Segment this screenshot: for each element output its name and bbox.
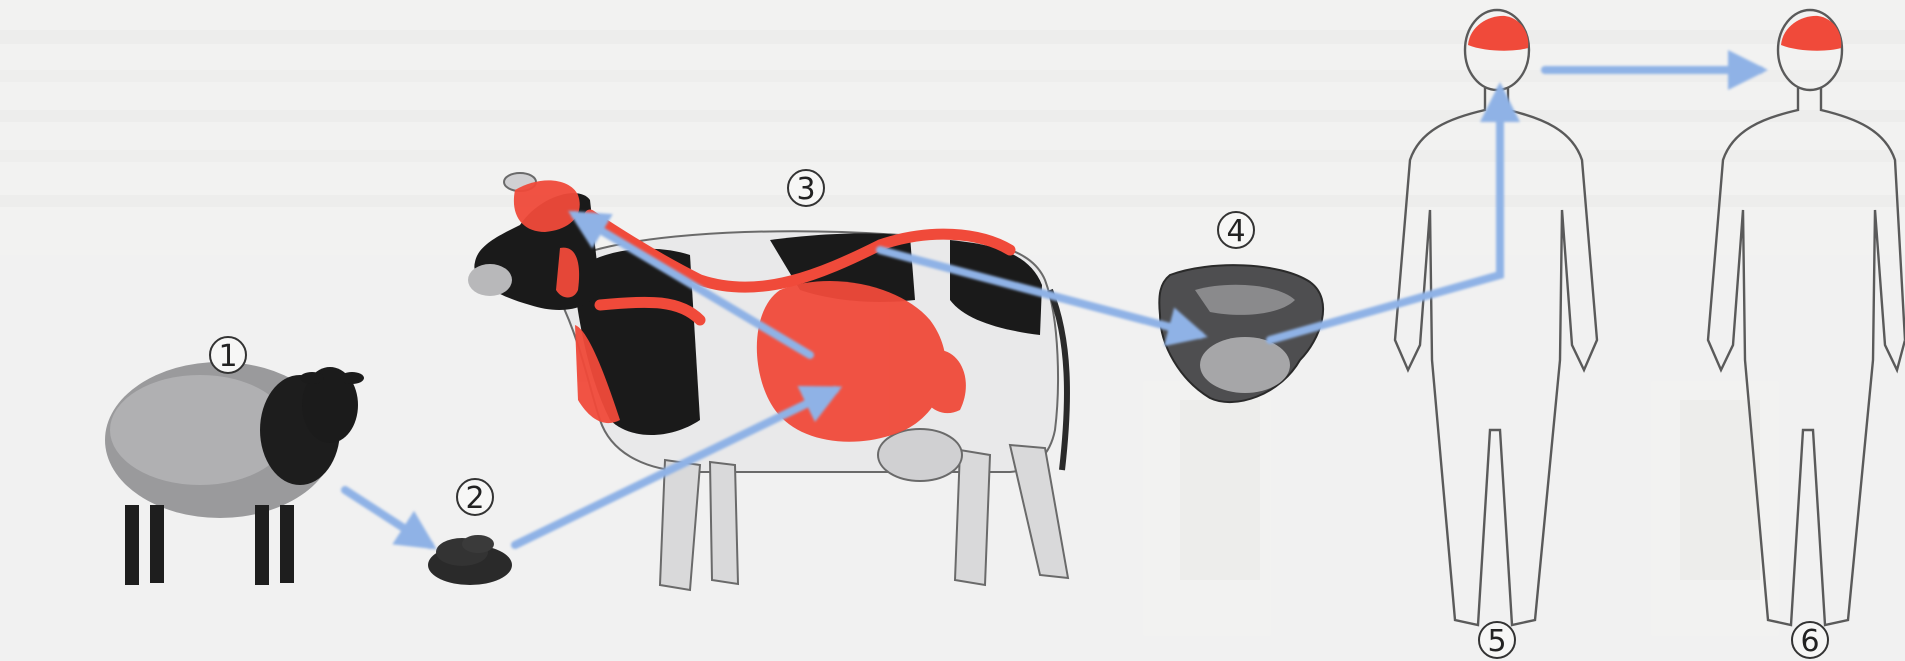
step-label-4: 4: [1218, 212, 1254, 249]
step-label-1: 1: [210, 337, 246, 374]
step-label-3: 3: [788, 170, 824, 207]
step-label-6: 6: [1792, 622, 1828, 659]
svg-text:6: 6: [1800, 624, 1819, 659]
svg-text:3: 3: [796, 172, 815, 207]
svg-text:2: 2: [465, 481, 484, 516]
svg-text:4: 4: [1226, 214, 1245, 249]
svg-text:1: 1: [218, 339, 237, 374]
svg-text:5: 5: [1487, 624, 1506, 659]
step-label-5: 5: [1479, 622, 1515, 659]
step-label-2: 2: [457, 479, 493, 516]
